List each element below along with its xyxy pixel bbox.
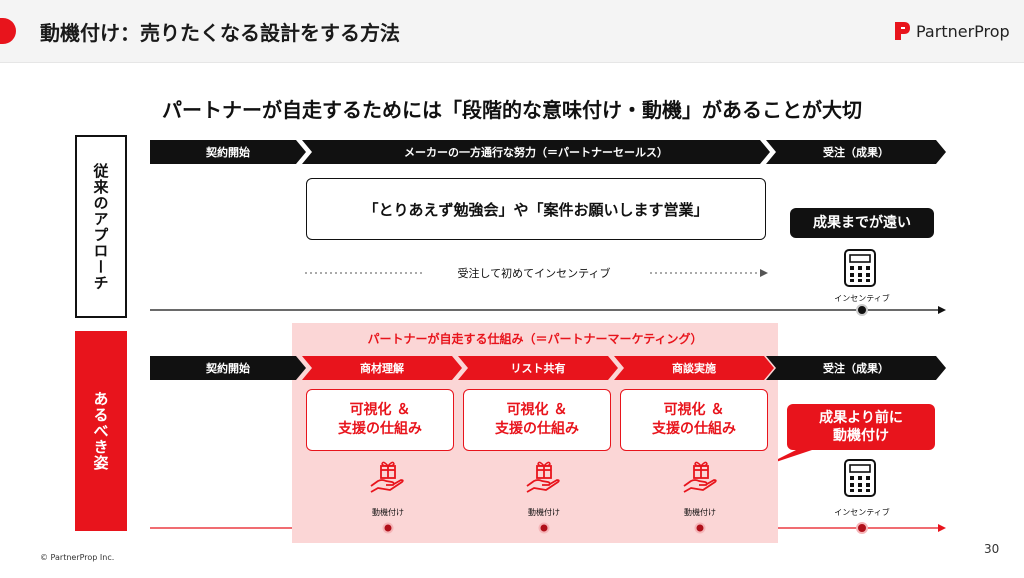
- chevron-meeting: 商談実施: [614, 356, 774, 380]
- motivation-label: 動機付け: [528, 508, 560, 517]
- mechanism-line2: 支援の仕組み: [652, 421, 736, 437]
- chevron-contract-start: 契約開始: [150, 356, 306, 380]
- mechanism-box: 可視化 ＆ 支援の仕組み: [306, 389, 454, 451]
- side-label-conventional: 従来のアプローチ: [75, 135, 127, 318]
- gift-hand-icon: [683, 461, 717, 493]
- mechanism-line2: 支援の仕組み: [338, 421, 422, 437]
- calculator-icon: [844, 249, 876, 287]
- incentive-after-order-text: 受注して初めてインセンティブ: [457, 267, 611, 280]
- slide-subtitle: パートナーが自走するためには「段階的な意味付け・動機」があることが大切: [162, 98, 862, 122]
- logo: PartnerProp: [893, 19, 1010, 43]
- calculator-icon: [844, 459, 876, 497]
- mechanism-line1: 可視化 ＆: [663, 402, 725, 419]
- chevron-label: リスト共有: [510, 362, 566, 375]
- callout-line2: 動機付け: [832, 428, 889, 444]
- gift-hand-icon: [370, 461, 404, 493]
- callout-line1: 成果より前に: [819, 409, 903, 426]
- mechanism-box: 可視化 ＆ 支援の仕組み: [620, 389, 768, 451]
- incentive-label: インセンティブ: [834, 294, 890, 303]
- motivation-label: 動機付け: [372, 508, 404, 517]
- mechanism-box: 可視化 ＆ 支援の仕組み: [463, 389, 611, 451]
- chevron-list-sharing: リスト共有: [458, 356, 618, 380]
- mechanism-line1: 可視化 ＆: [349, 402, 411, 419]
- chevron-order-result: 受注（成果）: [766, 140, 946, 164]
- header-bar: [0, 0, 1024, 63]
- panel-title: パートナーが自走する仕組み（＝パートナーマーケティング）: [367, 332, 703, 346]
- chevron-label: 商材理解: [360, 362, 404, 375]
- side-label-conventional-text: 従来のアプローチ: [91, 162, 110, 291]
- page-number: 30: [984, 542, 1000, 556]
- logo-mark-icon: [895, 22, 910, 40]
- chevron-label: 受注（成果）: [823, 362, 889, 375]
- chevron-label: 契約開始: [206, 146, 250, 159]
- chevron-label: 商談実施: [672, 362, 716, 375]
- chevron-product-understanding: 商材理解: [302, 356, 462, 380]
- side-label-ideal: あるべき姿: [75, 331, 127, 531]
- chevron-label: メーカーの一方通行な努力（＝パートナーセールス）: [404, 146, 668, 159]
- quote-box: 「とりあえず勉強会」や「案件お願いします営業」: [306, 178, 766, 240]
- logo-text: PartnerProp: [916, 21, 1010, 41]
- slide-title: 動機付け：売りたくなる設計をする方法: [40, 21, 400, 45]
- motivation-label: 動機付け: [684, 508, 716, 517]
- chevron-contract-start: 契約開始: [150, 140, 306, 164]
- gift-hand-icon: [526, 461, 560, 493]
- callout-far-from-result: 成果までが遠い: [790, 208, 934, 238]
- chevron-label: 受注（成果）: [823, 146, 889, 159]
- callout-motivation-before-result: 成果より前に 動機付け: [787, 404, 935, 450]
- mechanism-line2: 支援の仕組み: [495, 421, 579, 437]
- copyright: © PartnerProp Inc.: [40, 553, 115, 562]
- header-accent: [0, 18, 16, 44]
- side-label-ideal-text: あるべき姿: [91, 391, 110, 471]
- incentive-label: インセンティブ: [834, 508, 890, 517]
- quote-text: 「とりあえず勉強会」や「案件お願いします営業」: [363, 200, 709, 219]
- chevron-label: 契約開始: [206, 362, 250, 375]
- chevron-one-way-effort: メーカーの一方通行な努力（＝パートナーセールス）: [302, 140, 770, 164]
- chevron-order-result: 受注（成果）: [766, 356, 946, 380]
- mechanism-line1: 可視化 ＆: [506, 402, 568, 419]
